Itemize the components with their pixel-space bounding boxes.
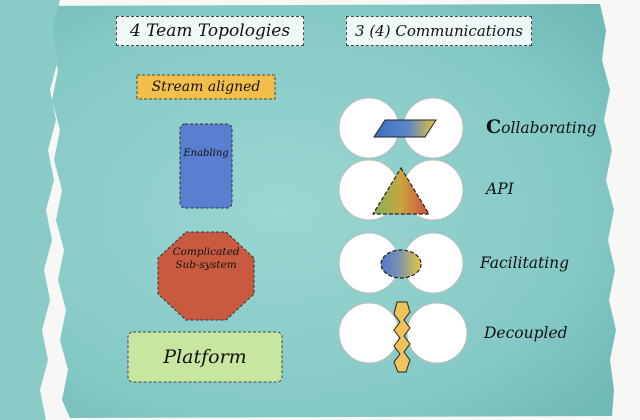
team-topologies-title: 4 Team Topologies bbox=[116, 16, 304, 46]
facilitating-overlap-shape bbox=[380, 249, 422, 279]
collaborating-label: Collaborating bbox=[486, 116, 597, 138]
platform-label: Platform bbox=[163, 346, 247, 368]
enabling-shape bbox=[179, 123, 233, 209]
stream-aligned-shape bbox=[136, 74, 276, 100]
decoupled-label: Decoupled bbox=[484, 324, 568, 342]
api-diagram bbox=[338, 159, 464, 221]
collaborating-diagram bbox=[338, 97, 464, 159]
api-triangle-shape bbox=[371, 166, 431, 215]
complicated-subsystem-label: Complicated Sub-system bbox=[172, 246, 240, 271]
facilitating-label: Facilitating bbox=[480, 254, 570, 272]
collaborating-overlap-shape bbox=[373, 119, 437, 138]
collaborating-rest: ollaborating bbox=[501, 119, 597, 137]
background-wash bbox=[6, 4, 616, 418]
enabling-label: Enabling bbox=[183, 148, 229, 159]
api-label: API bbox=[486, 180, 514, 198]
background-wash-left bbox=[0, 0, 60, 420]
stream-aligned-label: Stream aligned bbox=[151, 79, 261, 95]
complicated-subsystem-shape bbox=[157, 231, 255, 321]
decoupled-diagram bbox=[338, 301, 468, 373]
collaborating-initial: C bbox=[486, 116, 502, 138]
facilitating-diagram bbox=[338, 232, 464, 294]
decoupled-zigzag-shape bbox=[393, 301, 411, 373]
platform-shape bbox=[127, 331, 283, 383]
communications-title: 3 (4) Communications bbox=[346, 16, 532, 46]
